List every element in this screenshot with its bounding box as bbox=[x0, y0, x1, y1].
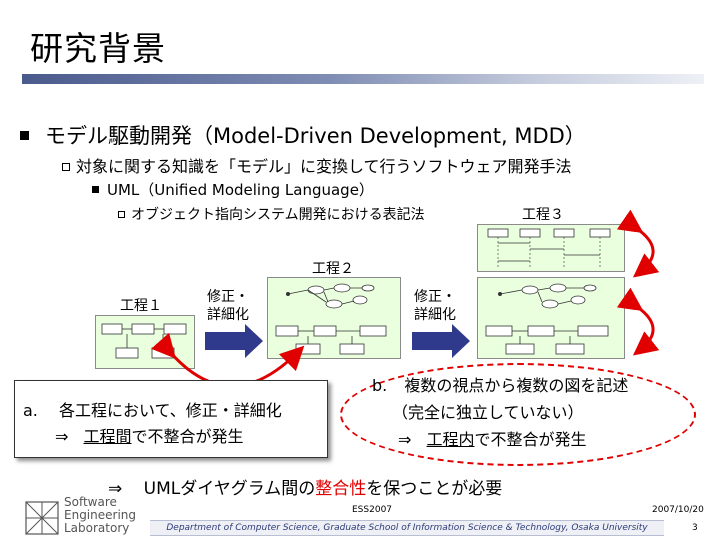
note-b-dashed-ellipse bbox=[340, 363, 696, 466]
note-b-line2: （完全に独立していない） bbox=[392, 403, 584, 422]
sel-logo-text: Software Engineering Laboratory bbox=[64, 496, 136, 535]
sel-logo-icon bbox=[25, 501, 59, 535]
note-b-line1-text: 複数の視点から複数の図を記述 bbox=[404, 376, 629, 395]
class-diagram-icon bbox=[101, 323, 187, 359]
note-a-line2: ⇒ 工程間で不整合が発生 bbox=[55, 423, 244, 447]
implies-arrow-icon: ⇒ bbox=[55, 427, 69, 446]
bullet-level3: UML（Unified Modeling Language） bbox=[92, 179, 374, 200]
step3-diagram-panel bbox=[477, 277, 625, 359]
note-b-underlined: 工程内 bbox=[426, 430, 475, 449]
date-label: 2007/10/20 bbox=[652, 505, 704, 515]
conference-label: ESS2007 bbox=[352, 505, 393, 515]
bullet-level1-text: モデル駆動開発（Model-Driven Development, MDD） bbox=[45, 124, 586, 148]
sequence-diagram-panel bbox=[477, 224, 625, 272]
note-b-rest: で不整合が発生 bbox=[474, 430, 587, 449]
refine-arrow-1-icon bbox=[205, 324, 263, 358]
refine-label-line2: 詳細化 bbox=[414, 307, 456, 323]
title-underline-bar bbox=[22, 74, 704, 84]
step2-label: 工程２ bbox=[312, 261, 354, 277]
logo-line2: Engineering bbox=[64, 508, 136, 522]
logo-line1: Software bbox=[64, 495, 117, 509]
bullet-level4: オブジェクト指向システム開発における表記法 bbox=[118, 204, 425, 224]
refine-label-line2: 詳細化 bbox=[207, 307, 249, 323]
conclusion-line: ⇒ UMLダイヤグラム間の整合性を保つことが必要 bbox=[108, 474, 502, 499]
implies-arrow-icon: ⇒ bbox=[108, 479, 123, 499]
step1-diagram-panel bbox=[95, 315, 195, 369]
refine-arrow-1-label: 修正・ 詳細化 bbox=[207, 288, 249, 324]
note-b-line3: ⇒ 工程内で不整合が発生 bbox=[372, 426, 628, 453]
bullet-level2: 対象に関する知識を「モデル」に変換して行うソフトウェア開発手法 bbox=[62, 153, 572, 177]
hollow-square-bullet-icon bbox=[62, 163, 70, 171]
page-number: 3 bbox=[692, 523, 698, 533]
step1-label: 工程１ bbox=[120, 298, 162, 314]
square-bullet-icon bbox=[20, 131, 29, 140]
within-step-arrow-icon-bottom bbox=[616, 287, 660, 356]
square-bullet-icon bbox=[92, 186, 99, 193]
hollow-square-bullet-icon bbox=[118, 211, 125, 218]
conclusion-before: UMLダイヤグラム間の bbox=[143, 479, 316, 499]
note-a-box: a. 各工程において、修正・詳細化 ⇒ 工程間で不整合が発生 bbox=[14, 380, 328, 458]
within-step-arrow-icon-top bbox=[616, 209, 660, 278]
sequence-diagram-icon bbox=[487, 228, 611, 269]
step3-label: 工程３ bbox=[522, 207, 564, 223]
refine-label-line1: 修正・ bbox=[414, 289, 456, 305]
note-a-underlined: 工程間 bbox=[83, 427, 132, 446]
bullet-level3-text: UML（Unified Modeling Language） bbox=[107, 181, 374, 199]
conclusion-highlight: 整合性 bbox=[315, 479, 367, 499]
note-b-line1: b. 複数の視点から複数の図を記述 bbox=[372, 372, 628, 399]
bullet-level1: モデル駆動開発（Model-Driven Development, MDD） bbox=[20, 120, 586, 150]
step2-diagram-panel bbox=[267, 277, 401, 359]
bullet-level4-text: オブジェクト指向システム開発における表記法 bbox=[131, 207, 425, 223]
bullet-level2-text: 対象に関する知識を「モデル」に変換して行うソフトウェア開発手法 bbox=[76, 157, 572, 176]
conclusion-after: を保つことが必要 bbox=[366, 479, 503, 499]
slide-title: 研究背景 bbox=[30, 29, 166, 68]
step2-class-diagram-overlay bbox=[267, 314, 399, 358]
refine-arrow-2-icon bbox=[412, 324, 470, 358]
department-bar: Department of Computer Science, Graduate… bbox=[150, 520, 664, 536]
refine-arrow-2-label: 修正・ 詳細化 bbox=[414, 288, 456, 324]
implies-arrow-icon: ⇒ bbox=[398, 430, 412, 449]
note-a-line1: a. 各工程において、修正・詳細化 bbox=[23, 397, 282, 421]
activity-diagram-icon bbox=[485, 283, 609, 355]
note-b-text: b. 複数の視点から複数の図を記述 （完全に独立していない） ⇒ 工程内で不整合… bbox=[372, 372, 628, 453]
note-a-text: 各工程において、修正・詳細化 bbox=[58, 401, 282, 420]
refine-label-line1: 修正・ bbox=[207, 289, 249, 305]
note-b-marker: b. bbox=[372, 376, 388, 395]
logo-line3: Laboratory bbox=[64, 521, 130, 535]
note-a-rest: で不整合が発生 bbox=[131, 427, 244, 446]
activity-diagram-icon bbox=[275, 283, 387, 355]
note-a-marker: a. bbox=[23, 401, 38, 420]
